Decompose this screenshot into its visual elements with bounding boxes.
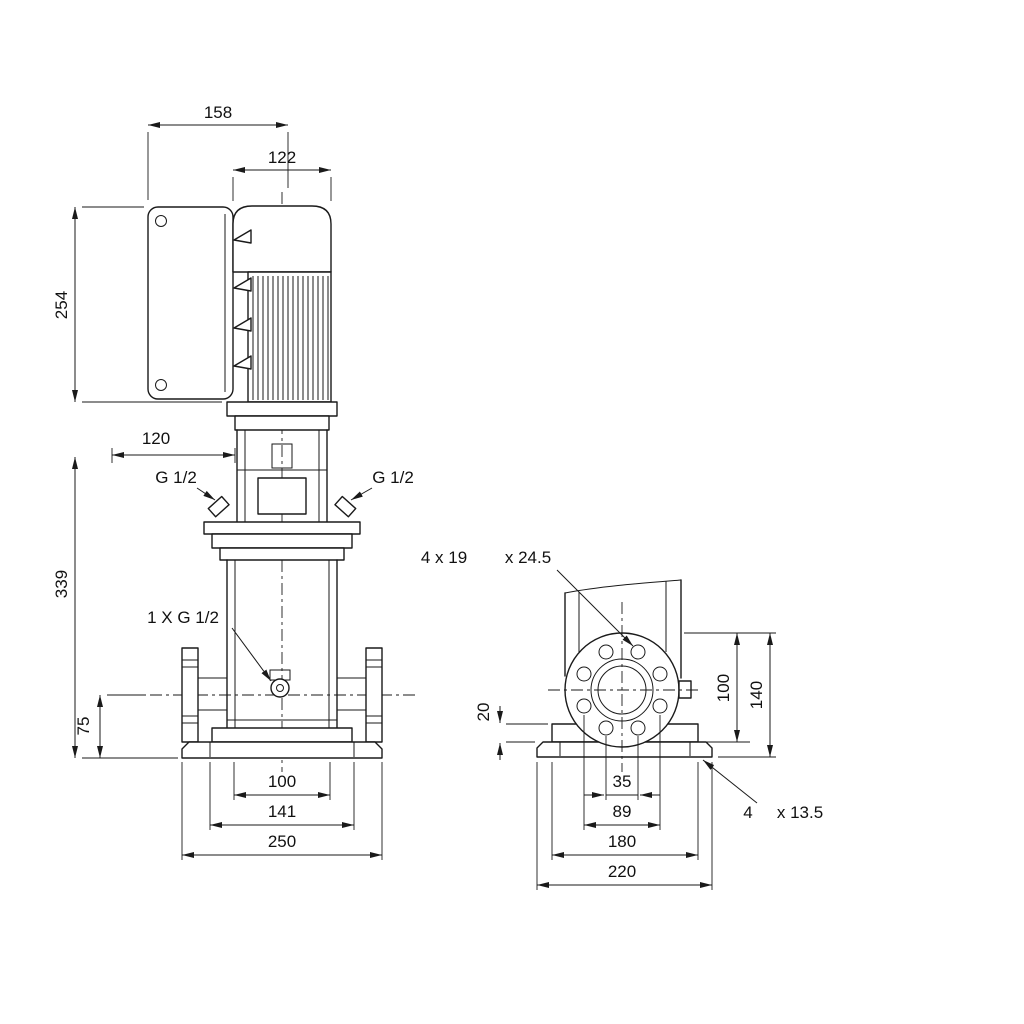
break-line [564, 579, 682, 594]
dim-text-250: 250 [268, 832, 296, 851]
base-ring [211, 727, 353, 743]
dim-text-120: 120 [142, 429, 170, 448]
plug-right [334, 495, 357, 518]
plug-left-label: G 1/2 [155, 468, 197, 487]
dim-35: 35 [584, 736, 660, 800]
dim-text-140: 140 [747, 681, 766, 709]
lantern [236, 429, 328, 523]
terminal-box-screw-top [155, 215, 167, 227]
label-foot-holes: 4 x 13.5 [702, 759, 823, 822]
motor-fin-block [247, 271, 332, 403]
flange-holes-label-b: x 24.5 [505, 548, 551, 567]
dim-100-left: 100 [233, 762, 331, 800]
dim-75: 75 [74, 694, 146, 758]
dim-text-141: 141 [268, 802, 296, 821]
dim-100-right: 100 [684, 632, 776, 743]
dim-text-35: 35 [613, 772, 632, 791]
label-drain: 1 X G 1/2 [147, 608, 272, 682]
dim-141: 141 [209, 762, 355, 830]
dim-140: 140 [718, 633, 776, 758]
dim-text-89: 89 [613, 802, 632, 821]
dim-122: 122 [232, 148, 332, 201]
drain-label: 1 X G 1/2 [147, 608, 219, 627]
cable-clips [233, 229, 252, 370]
dim-text-254: 254 [52, 291, 71, 319]
dim-180: 180 [551, 762, 699, 860]
pump-head [203, 495, 361, 561]
dim-339: 339 [52, 457, 178, 759]
dim-20: 20 [474, 703, 548, 760]
suction-flange [181, 647, 199, 743]
pump-column [564, 579, 682, 679]
foot-holes-label-b: x 13.5 [777, 803, 823, 822]
dim-220: 220 [536, 762, 713, 890]
dim-text-20: 20 [474, 703, 493, 722]
drain-plug [270, 678, 290, 698]
flange-holes-label-a: 4 x 19 [421, 548, 467, 567]
centerlines-right [548, 602, 700, 772]
plug-right-label: G 1/2 [372, 468, 414, 487]
flange-bolt-holes [576, 644, 668, 736]
coupling-shaft [271, 443, 293, 469]
label-plug-left: G 1/2 [155, 468, 216, 501]
label-plug-right: G 1/2 [350, 468, 414, 501]
dim-text-158: 158 [204, 103, 232, 122]
dim-text-180: 180 [608, 832, 636, 851]
plug-left [207, 495, 230, 518]
terminal-box [147, 206, 234, 400]
port-flanges [181, 647, 383, 743]
gauge-tap [678, 680, 692, 699]
terminal-box-screw-bottom [155, 379, 167, 391]
dim-254: 254 [52, 206, 222, 403]
motor-flange-upper [226, 401, 338, 417]
label-flange-holes: 4 x 19 x 24.5 [421, 548, 634, 647]
motor-cap [232, 205, 332, 272]
base-left [181, 727, 383, 759]
motor-fins [252, 276, 329, 400]
dim-text-220: 220 [608, 862, 636, 881]
base-plate-left [181, 741, 383, 759]
dim-text-75: 75 [74, 717, 93, 736]
coupling-window [257, 477, 307, 515]
dim-text-339: 339 [52, 570, 71, 598]
foot-holes-label-a: 4 [743, 803, 752, 822]
right-view: 4 x 19 x 24.5 100 140 20 [421, 548, 823, 890]
left-view: 158 122 254 120 339 75 [52, 103, 415, 860]
dim-text-122: 122 [268, 148, 296, 167]
motor-flange-lower [234, 415, 330, 431]
dim-89: 89 [583, 715, 661, 830]
motor [147, 205, 338, 431]
pump-sleeve [226, 559, 338, 743]
dim-158: 158 [147, 103, 289, 200]
dim-text-100-right: 100 [714, 674, 733, 702]
discharge-flange [365, 647, 383, 743]
dim-text-100-left: 100 [268, 772, 296, 791]
dim-250: 250 [181, 762, 383, 860]
dim-120: 120 [111, 429, 236, 463]
